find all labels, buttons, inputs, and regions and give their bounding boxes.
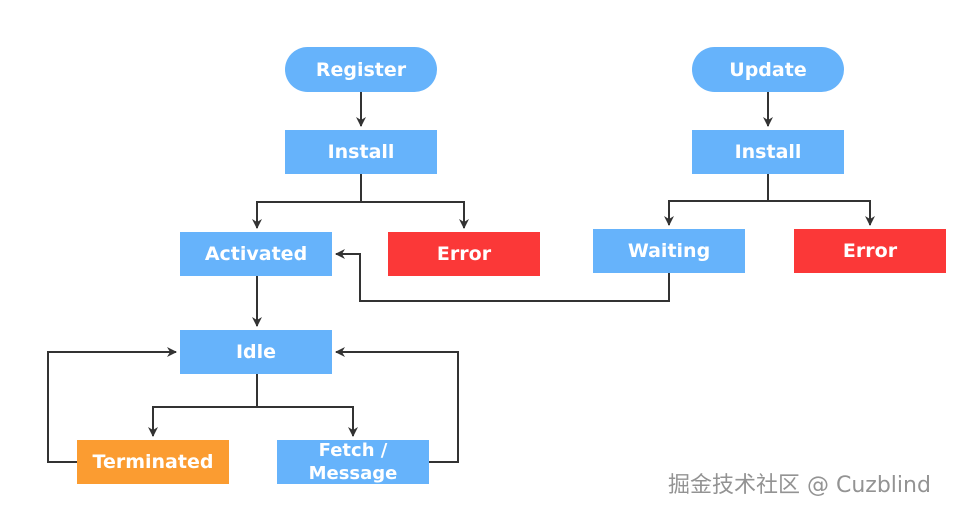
install-left-label: Install — [327, 141, 395, 163]
error-node-left: Error — [388, 232, 540, 276]
terminated-node: Terminated — [77, 440, 229, 484]
install-node-left: Install — [285, 130, 437, 174]
fetch-label-line1: Fetch / — [318, 440, 388, 461]
activated-node: Activated — [180, 232, 332, 276]
waiting-node: Waiting — [593, 229, 745, 273]
edge-install-split-error — [361, 201, 469, 229]
edge-install-split-waiting — [664, 174, 769, 226]
install-right-label: Install — [734, 141, 802, 163]
update-node: Update — [692, 47, 844, 92]
idle-node: Idle — [180, 330, 332, 374]
terminated-label: Terminated — [92, 451, 214, 473]
fetch-message-node: Fetch / Message — [277, 440, 429, 484]
activated-label: Activated — [204, 243, 308, 265]
edge-install-split-error-right — [768, 200, 875, 226]
idle-label: Idle — [235, 341, 277, 363]
fetch-label-line2: Message — [308, 463, 398, 484]
register-node: Register — [285, 47, 437, 92]
install-node-right: Install — [692, 130, 844, 174]
error-node-right: Error — [794, 229, 946, 273]
update-label: Update — [729, 58, 807, 81]
edge-idle-split-fetch — [257, 406, 358, 437]
edge-install-split-left — [252, 174, 362, 229]
edge-idle-split-terminated — [148, 374, 258, 437]
watermark: 掘金技术社区 @ Cuzblind — [668, 473, 931, 498]
edge-terminated-to-idle — [47, 347, 177, 463]
waiting-label: Waiting — [627, 240, 711, 262]
edge-waiting-to-activated — [335, 249, 670, 302]
error-right-label: Error — [842, 240, 898, 262]
register-label: Register — [315, 58, 407, 81]
edge-fetch-to-idle — [335, 347, 459, 463]
error-left-label: Error — [436, 243, 492, 265]
